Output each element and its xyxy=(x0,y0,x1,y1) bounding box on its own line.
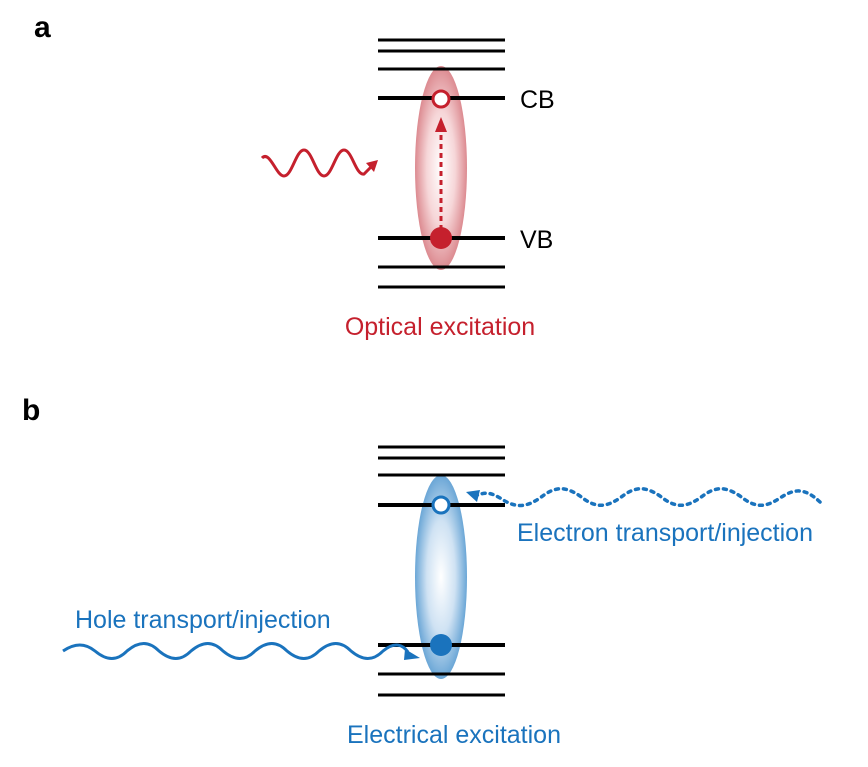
vb-label: VB xyxy=(520,226,553,254)
hole-open-circle-icon xyxy=(431,495,451,515)
electron-injection-wave-icon xyxy=(473,487,822,508)
photon-wave-icon xyxy=(260,148,374,178)
hole-injection-wave-icon xyxy=(62,642,410,660)
cb-label: CB xyxy=(520,86,555,114)
panel-label-a: a xyxy=(34,11,51,44)
photon-arrowhead-icon xyxy=(366,160,378,172)
electron-filled-circle-icon xyxy=(430,634,452,656)
electron-injection-arrowhead-icon xyxy=(466,490,480,502)
caption-optical-excitation: Optical excitation xyxy=(345,313,535,341)
label-hole-transport: Hole transport/injection xyxy=(75,606,331,634)
panel-label-b: b xyxy=(22,394,40,427)
exciton-cloud-red xyxy=(415,66,467,270)
hole-open-circle-icon xyxy=(431,89,451,109)
panel-b: b Electron transport/injection Hole tran… xyxy=(22,394,822,749)
hole-injection-arrowhead-icon xyxy=(404,649,420,660)
exciton-cloud-blue xyxy=(415,475,467,679)
electron-filled-circle-icon xyxy=(430,227,452,249)
transition-arrowhead-icon xyxy=(435,117,447,132)
label-electron-transport: Electron transport/injection xyxy=(517,519,813,547)
caption-electrical-excitation: Electrical excitation xyxy=(347,721,561,749)
panel-a: a CB VB Optical excitation xyxy=(34,11,555,341)
